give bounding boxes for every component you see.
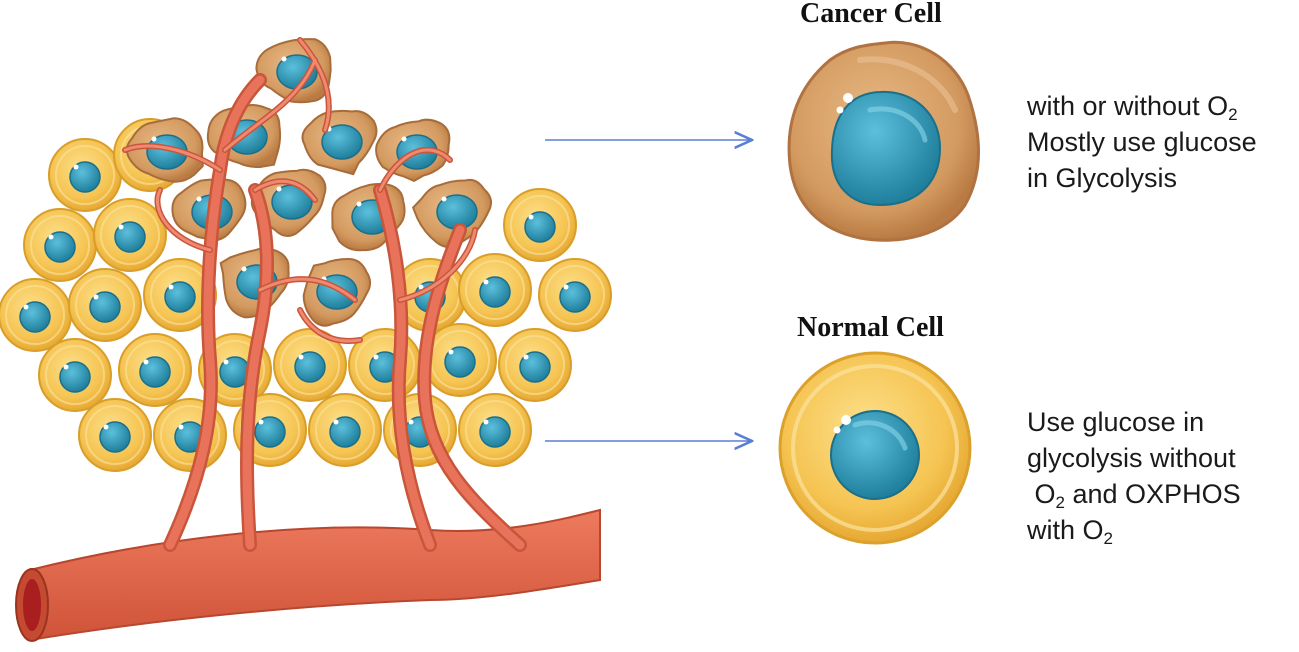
normal-cell xyxy=(119,334,191,406)
normal-cell xyxy=(24,209,96,281)
cancer-cell xyxy=(304,259,370,326)
normal-desc-line-3: O2 and OXPHOS xyxy=(1027,476,1241,512)
normal-cell-title: Normal Cell xyxy=(797,312,944,344)
normal-cell-description: Use glucose in glycolysis without O2 and… xyxy=(1027,404,1241,548)
normal-cell xyxy=(459,254,531,326)
cancer-cell-icon xyxy=(789,42,978,240)
cancer-desc-line-2: Mostly use glucose xyxy=(1027,124,1257,160)
normal-cell xyxy=(504,189,576,261)
normal-cell xyxy=(0,279,71,351)
cancer-cell xyxy=(302,111,376,174)
normal-desc-line-1: Use glucose in xyxy=(1027,404,1241,440)
cancer-desc-line-3: in Glycolysis xyxy=(1027,160,1257,196)
normal-cell xyxy=(539,259,611,331)
cancer-cell-description: with or without O2 Mostly use glucose in… xyxy=(1027,88,1257,196)
cancer-cell-title: Cancer Cell xyxy=(800,0,942,30)
normal-cell xyxy=(459,394,531,466)
normal-cell xyxy=(79,399,151,471)
cancer-desc-line-1: with or without O2 xyxy=(1027,88,1257,124)
normal-cell xyxy=(94,199,166,271)
normal-cell-icon xyxy=(780,353,970,543)
normal-desc-line-4: with O2 xyxy=(1027,512,1241,548)
normal-cell xyxy=(499,329,571,401)
normal-cell xyxy=(39,339,111,411)
normal-cell xyxy=(49,139,121,211)
normal-cell xyxy=(69,269,141,341)
normal-cell xyxy=(309,394,381,466)
normal-desc-line-2: glycolysis without xyxy=(1027,440,1241,476)
